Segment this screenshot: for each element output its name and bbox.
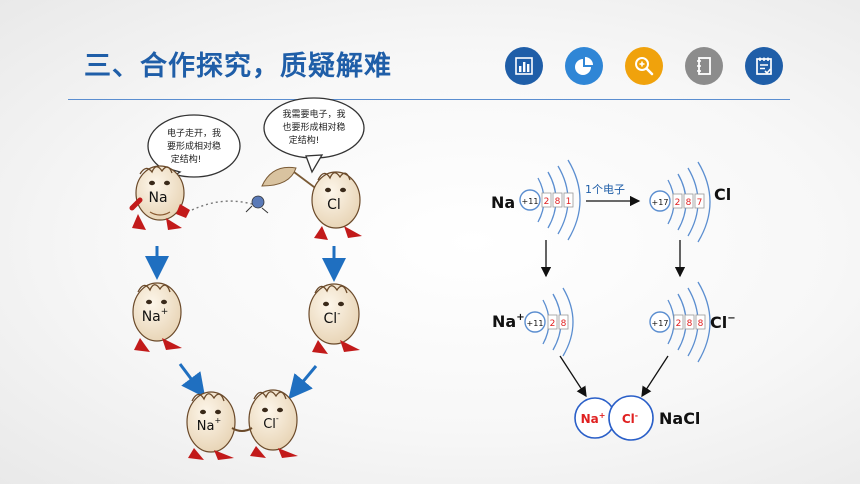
nacl-cl-charge: - xyxy=(635,411,638,420)
cl-ion-shell-2: 8 xyxy=(687,319,693,329)
cl-nucleus: +17 xyxy=(652,198,669,207)
na-bubble-line-3: 定结构! xyxy=(171,153,202,165)
na-shell-1: 2 xyxy=(544,197,550,207)
cl-atom-label: Cl xyxy=(327,197,341,213)
na-bubble-line-2: 要形成相对稳 xyxy=(167,140,221,152)
pair-na-charge: + xyxy=(215,416,222,425)
na-ion-character: Na+ xyxy=(132,282,182,352)
nacl-cl: Cl xyxy=(622,412,635,426)
na-diag-arrow xyxy=(178,363,206,398)
cl-shell-1: 2 xyxy=(675,198,681,208)
cl-ion-structure: +17 2 8 8 Cl− xyxy=(649,281,736,363)
svg-text:Na+: Na+ xyxy=(142,307,169,325)
cl-ion-nucleus: +17 xyxy=(652,319,669,328)
svg-text:Cl-: Cl- xyxy=(263,414,279,432)
cl-ion-character: Cl- xyxy=(308,283,360,354)
toolbar-icons xyxy=(505,47,783,85)
pie-chart-icon[interactable] xyxy=(565,47,603,85)
svg-text:Na+: Na+ xyxy=(581,411,606,426)
na-atom-structure: Na +11 2 8 1 xyxy=(491,159,581,241)
na-atom-character: Na xyxy=(129,165,190,230)
na-ion-shell-1: 2 xyxy=(550,319,556,329)
page-title: 三、合作探究，质疑解难 xyxy=(84,51,392,82)
na-ion-shell-2: 8 xyxy=(561,319,567,329)
butterfly-net xyxy=(261,166,319,191)
cl-ion-shell-1: 2 xyxy=(676,319,682,329)
transfer-label: 1个电子 xyxy=(585,183,625,196)
electron-trail xyxy=(191,200,253,211)
cl-ion-symbol: Cl xyxy=(710,313,727,332)
na-ion-label: Na xyxy=(142,309,161,325)
nacl-na: Na xyxy=(581,412,599,426)
na-bubble-line-1: 电子走开，我 xyxy=(167,127,221,139)
nacl-na-charge: + xyxy=(599,411,606,420)
cl-ion-shell-3: 8 xyxy=(698,319,704,329)
bar-chart-icon[interactable] xyxy=(505,47,543,85)
cl-diag-arrow xyxy=(288,365,318,400)
cl-bubble-line-3: 定结构! xyxy=(289,134,320,146)
na-nucleus: +11 xyxy=(522,197,539,206)
electron-character xyxy=(245,195,269,214)
na-ion-symbol: Na xyxy=(492,312,516,331)
svg-text:Cl−: Cl− xyxy=(710,313,736,332)
svg-text:Cl-: Cl- xyxy=(622,411,638,426)
cl-atom-character: Cl xyxy=(311,171,362,240)
na-shell-2: 8 xyxy=(555,197,561,207)
cl-ion-charge: - xyxy=(337,309,340,319)
na-ion-charge: + xyxy=(161,307,169,317)
cl-ion-label: Cl xyxy=(324,311,338,327)
svg-text:Na+: Na+ xyxy=(197,416,221,434)
notebook-icon[interactable] xyxy=(685,47,723,85)
na-atom-label: Na xyxy=(148,190,167,206)
cl-bubble-line-1: 我需要电子，我 xyxy=(282,108,345,120)
magnifier-icon[interactable] xyxy=(625,47,663,85)
cl-ion-structure-charge: − xyxy=(727,313,735,324)
cl-atom-structure: +17 2 8 7 Cl xyxy=(649,161,731,243)
title-underline xyxy=(68,99,790,100)
cl-ion-converge-arrow xyxy=(641,355,669,398)
pair-cl-label: Cl xyxy=(263,417,276,432)
cl-symbol: Cl xyxy=(714,185,731,204)
nacl-ion-pair: Na+ Cl- NaCl xyxy=(574,395,700,441)
na-ion-structure: Na+ +11 2 8 xyxy=(492,287,574,357)
cl-speech-bubble: 我需要电子，我 也要形成相对稳 定结构! xyxy=(263,97,365,174)
nacl-formula: NaCl xyxy=(659,409,700,428)
na-ion-nucleus: +11 xyxy=(527,319,544,328)
na-speech-bubble: 电子走开，我 要形成相对稳 定结构! xyxy=(147,114,241,188)
na-symbol: Na xyxy=(491,193,515,212)
cl-shell-2: 8 xyxy=(686,198,692,208)
cl-bubble-line-2: 也要形成相对稳 xyxy=(282,121,345,133)
pair-na-label: Na xyxy=(197,419,215,434)
svg-text:Na+: Na+ xyxy=(492,312,525,331)
na-ion-structure-charge: + xyxy=(516,312,524,323)
na-shell-3: 1 xyxy=(566,197,572,207)
nacl-pair-characters: Na+ Cl- xyxy=(186,389,298,460)
checklist-icon[interactable] xyxy=(745,47,783,85)
pair-cl-charge: - xyxy=(276,414,279,423)
svg-text:Cl-: Cl- xyxy=(324,309,341,327)
na-ion-converge-arrow xyxy=(559,355,587,398)
cl-shell-3: 7 xyxy=(697,198,703,208)
